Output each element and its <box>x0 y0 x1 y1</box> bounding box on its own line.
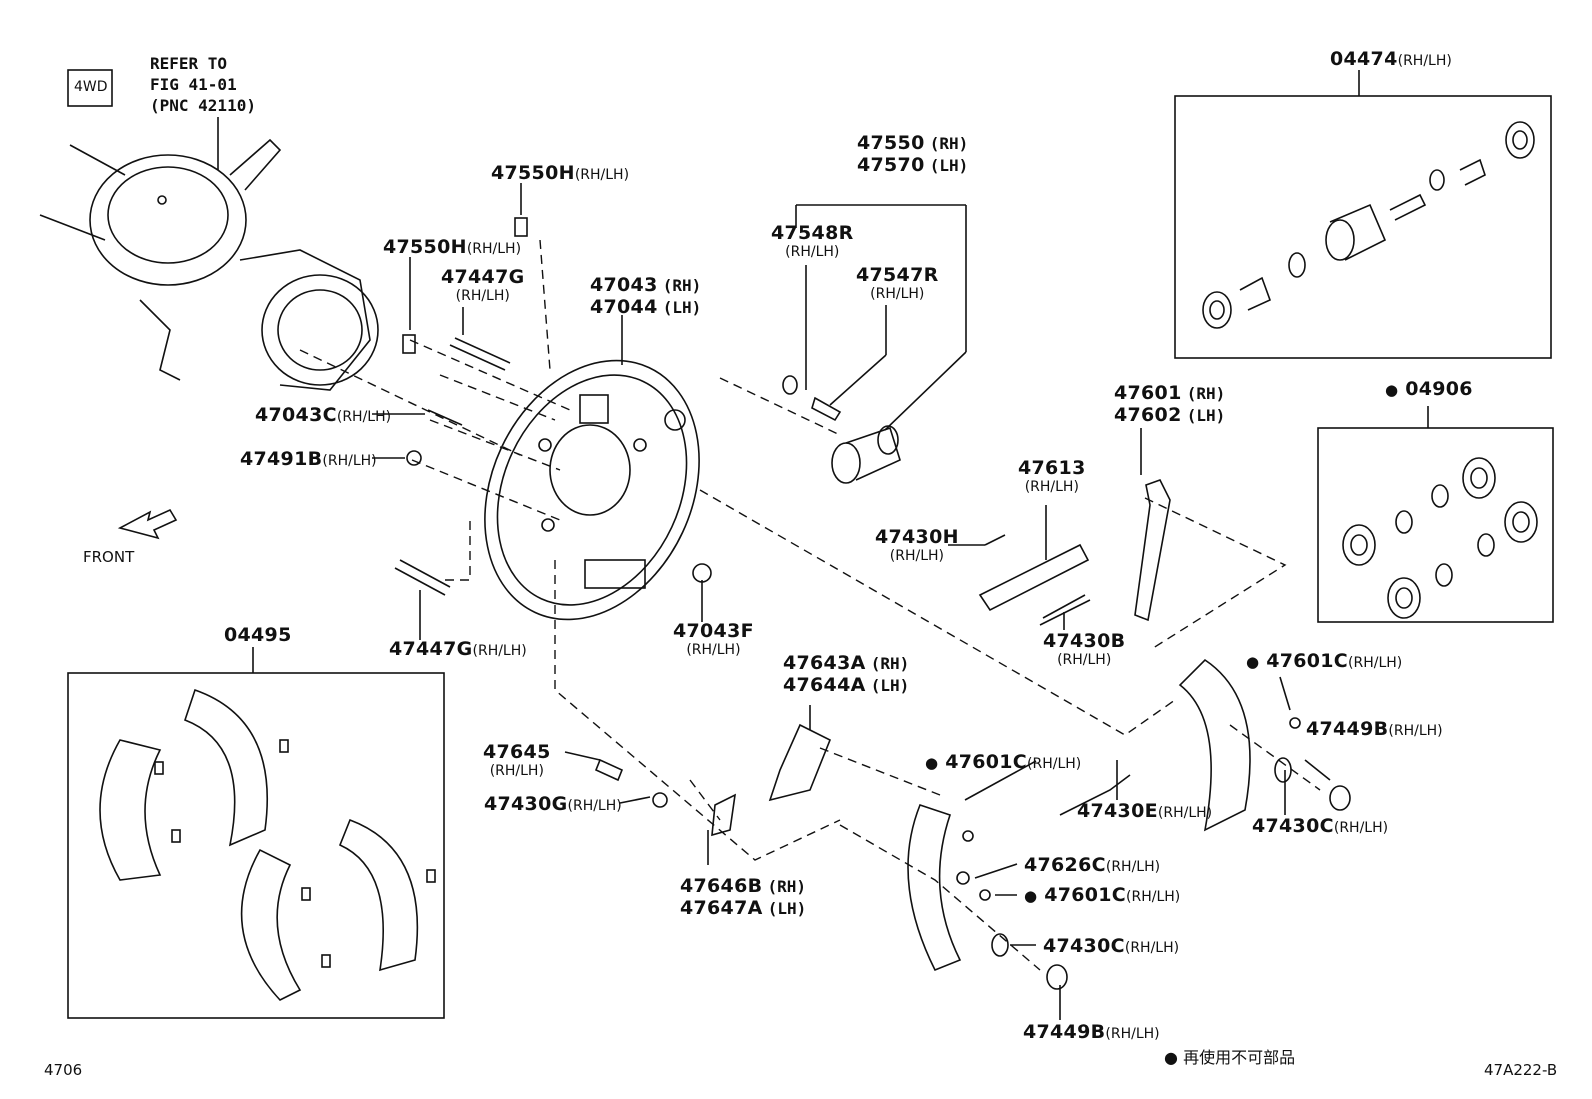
label-47043C[interactable]: 47043C(RH/LH) <box>255 404 392 426</box>
tag-4wd-box <box>67 69 113 107</box>
label-47548R[interactable]: 47548R (RH/LH) <box>771 222 854 260</box>
backing-plate-drawing <box>484 359 700 621</box>
label-47447G-lower[interactable]: 47447G(RH/LH) <box>389 638 527 660</box>
label-47043-47044[interactable]: 47043 (RH) 47044 (LH) <box>590 274 702 318</box>
label-47449B-lower[interactable]: 47449B(RH/LH) <box>1023 1021 1160 1043</box>
kit-box-04474 <box>1174 95 1552 359</box>
tag-4wd: 4WD <box>74 79 108 95</box>
front-arrow-icon <box>117 508 178 540</box>
label-47626C[interactable]: 47626C(RH/LH) <box>1024 854 1161 876</box>
leader-lines <box>217 70 1429 1020</box>
front-label: FRONT <box>83 548 135 566</box>
refer-line3: (PNC 42110) <box>150 96 256 115</box>
cylinder-kit-drawing <box>1202 121 1535 329</box>
diagram-id: 47A222-B <box>1484 1061 1558 1079</box>
label-47643A-47644A[interactable]: 47643A (RH) 47644A (LH) <box>783 652 910 696</box>
label-47550H-upper[interactable]: 47550H(RH/LH) <box>491 162 630 184</box>
label-47430E[interactable]: 47430E(RH/LH) <box>1077 800 1213 822</box>
label-47430C-right[interactable]: 47430C(RH/LH) <box>1252 815 1389 837</box>
label-47550H-lower[interactable]: 47550H(RH/LH) <box>383 236 522 258</box>
brake-shoes-drawing <box>711 479 1251 972</box>
label-47613[interactable]: 47613 (RH/LH) <box>1018 457 1086 495</box>
label-47491B[interactable]: 47491B(RH/LH) <box>240 448 377 470</box>
label-04474[interactable]: 04474(RH/LH) <box>1330 48 1452 70</box>
wheel-cylinder-drawing <box>782 375 901 484</box>
label-47550-47570[interactable]: 47550 (RH) 47570 (LH) <box>857 132 969 176</box>
label-04906[interactable]: 04906 <box>1385 378 1473 400</box>
label-47645[interactable]: 47645 (RH/LH) <box>483 741 551 779</box>
refer-line2: FIG 41-01 <box>150 75 237 94</box>
label-47601-47602[interactable]: 47601 (RH) 47602 (LH) <box>1114 382 1226 426</box>
label-47547R[interactable]: 47547R (RH/LH) <box>856 264 939 302</box>
label-47601C-right[interactable]: 47601C(RH/LH) <box>1246 650 1402 672</box>
shoe-kit-drawing <box>99 688 436 1001</box>
kit-box-04906 <box>1317 427 1554 623</box>
label-47447G-upper[interactable]: 47447G (RH/LH) <box>441 266 525 304</box>
legend-text: 再使用不可部品 <box>1183 1048 1296 1067</box>
refer-line1: REFER TO <box>150 54 228 73</box>
label-47601C-mid[interactable]: 47601C(RH/LH) <box>925 751 1081 773</box>
label-47646B-47647A[interactable]: 47646B (RH) 47647A (LH) <box>680 875 807 919</box>
legend: ● 再使用不可部品 <box>1164 1044 1295 1068</box>
legend-dot-icon: ● <box>1164 1048 1178 1067</box>
assembly-dashes <box>299 239 1321 971</box>
label-47430H[interactable]: 47430H (RH/LH) <box>875 526 959 564</box>
label-47430G[interactable]: 47430G(RH/LH) <box>484 793 622 815</box>
page-number: 4706 <box>44 1061 83 1079</box>
label-47449B-right[interactable]: 47449B(RH/LH) <box>1306 718 1443 740</box>
label-47430B[interactable]: 47430B (RH/LH) <box>1043 630 1126 668</box>
label-04495[interactable]: 04495 <box>224 624 292 646</box>
kit-box-04495 <box>67 672 445 1019</box>
label-47043F[interactable]: 47043F (RH/LH) <box>673 620 754 658</box>
axle-housing-drawing <box>39 138 379 391</box>
fasteners-drawing <box>394 217 1351 990</box>
seal-kit-drawing <box>1342 457 1538 619</box>
label-47601C-lower[interactable]: 47601C(RH/LH) <box>1024 884 1180 906</box>
label-47430C-lower[interactable]: 47430C(RH/LH) <box>1043 935 1180 957</box>
